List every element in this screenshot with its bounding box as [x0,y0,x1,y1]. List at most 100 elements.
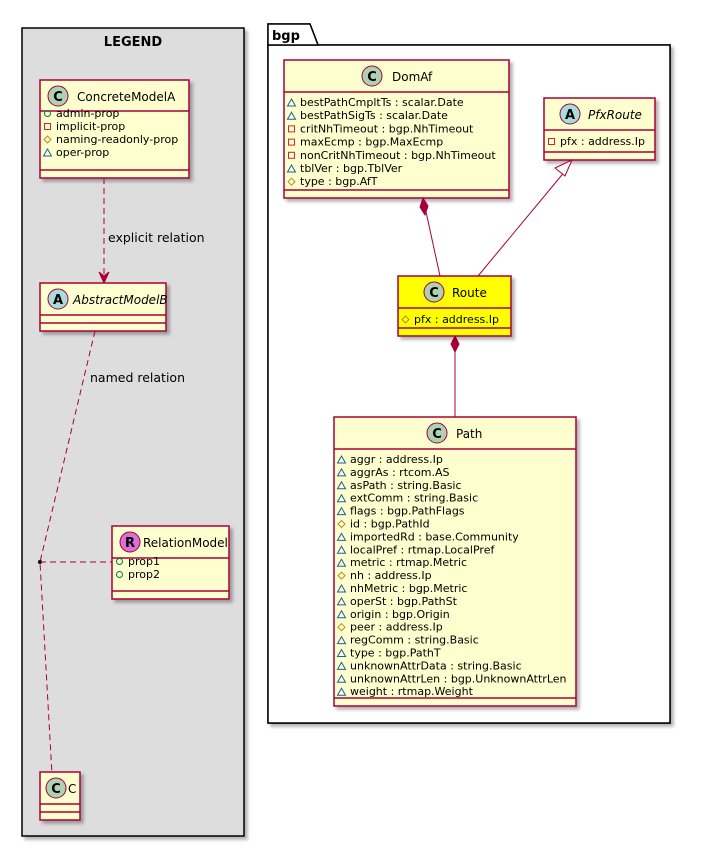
svg-text:C: C [429,286,439,301]
class-attributes: admin-propimplicit-propnaming-readonly-p… [42,107,178,159]
class-attribute: weight : rtmap.Weight [336,685,474,698]
class-attribute: id : bgp.PathId [337,518,430,531]
class-stereotype-icon: A [559,103,581,125]
class-stereotype-icon: C [423,281,445,303]
class-attribute: maxEcmp : bgp.MaxEcmp [288,136,443,149]
class-attribute: nhMetric : bgp.Metric [336,582,467,595]
class-attribute: nonCritNhTimeout : bgp.NhTimeout [288,149,496,162]
package-visibility-icon [336,635,347,645]
class-name: PfxRoute [588,108,642,122]
package-title: bgp [272,29,300,44]
class-attribute-text: prop1 [128,555,160,568]
svg-text:A: A [565,108,575,123]
class-c[interactable]: C C [39,771,81,821]
package-visibility-icon [336,493,347,503]
class-attribute-text: origin : bgp.Origin [350,608,450,621]
class-attribute-text: pfx : address.Ip [560,135,645,148]
class-route[interactable]: C Route pfx : address.Ip [397,275,512,337]
class-attribute-text: asPath : string.Basic [350,479,462,492]
svg-text:C: C [51,782,61,797]
public-visibility-icon [116,558,123,565]
package-visibility-icon [286,97,297,107]
class-name: C [68,782,76,796]
class-attribute-text: critNhTimeout : bgp.NhTimeout [300,122,474,135]
edge-route-pfxroute-inheritance [477,158,573,277]
class-attribute: origin : bgp.Origin [336,608,450,621]
class-attribute: regComm : string.Basic [336,634,479,647]
class-attribute: oper-prop [42,146,109,159]
class-attribute: critNhTimeout : bgp.NhTimeout [288,122,474,135]
class-attribute: prop2 [116,568,160,581]
class-stereotype-icon: R [119,531,141,553]
protected-visibility-icon [337,571,346,580]
class-attribute-text: oper-prop [56,146,109,159]
package-visibility-icon [336,558,347,567]
class-concrete-model-a[interactable]: C ConcreteModelA admin-propimplicit-prop… [39,79,190,179]
class-stereotype-icon: C [361,65,383,87]
class-pfxroute[interactable]: A PfxRoute pfx : address.Ip [543,97,656,161]
class-domaf[interactable]: C DomAf bestPathCmpltTs : scalar.Datebes… [283,59,510,199]
class-stereotype-icon: C [47,85,69,107]
class-attribute: aggr : address.Ip [336,453,443,466]
package-visibility-icon [336,609,347,619]
package-visibility-icon [336,506,347,516]
class-attribute: type : bgp.PathT [336,647,441,660]
edge-route-path-composition [450,334,460,417]
class-attributes: bestPathCmpltTs : scalar.DatebestPathSig… [286,96,496,188]
private-visibility-icon [288,138,295,146]
class-attribute: unknownAttrData : string.Basic [336,659,522,672]
class-attribute-text: maxEcmp : bgp.MaxEcmp [300,136,443,149]
class-attribute-text: importedRd : base.Community [350,530,519,543]
package-visibility-icon [336,661,347,670]
class-stereotype-icon: A [47,288,69,310]
class-attribute: tblVer : bgp.TblVer [286,162,403,175]
class-attribute-text: aggrAs : rtcom.AS [350,466,450,479]
class-attribute-text: unknownAttrLen : bgp.UnknownAttrLen [350,672,567,685]
public-visibility-icon [44,110,51,117]
class-attribute: prop1 [116,555,160,568]
package-visibility-icon [336,674,347,683]
package-visibility-icon [336,687,347,696]
protected-visibility-icon [43,135,52,144]
legend-title: LEGEND [104,35,163,50]
protected-visibility-icon [337,622,346,632]
class-attribute: metric : rtmap.Metric [336,556,467,569]
class-attribute-text: nh : address.Ip [350,569,432,582]
class-attribute: flags : bgp.PathFlags [336,505,465,518]
svg-text:C: C [432,427,442,442]
class-name: AbstractModelB [72,293,168,307]
class-attribute: operSt : bgp.PathSt [336,595,458,608]
class-attribute-text: pfx : address.Ip [414,313,499,326]
class-abstract-model-b[interactable]: A AbstractModelB [39,282,168,332]
class-name: ConcreteModelA [77,90,176,104]
class-attribute: type : bgp.AfT [287,175,378,188]
protected-visibility-icon [401,315,410,324]
class-attribute: admin-prop [44,107,119,120]
class-name: Route [452,286,487,300]
class-attribute: implicit-prop [44,120,125,133]
class-attribute: extComm : string.Basic [336,492,478,505]
class-attribute: asPath : string.Basic [336,479,462,492]
class-attribute-text: peer : address.Ip [350,621,443,634]
svg-text:C: C [53,90,63,105]
package-visibility-icon [336,454,347,464]
class-attribute-text: type : bgp.PathT [350,647,441,660]
class-attribute-text: tblVer : bgp.TblVer [300,162,403,175]
package-visibility-icon [336,480,347,490]
class-name: DomAf [392,70,433,84]
class-attribute-text: flags : bgp.PathFlags [350,505,465,518]
class-attribute: peer : address.Ip [337,621,443,634]
class-attribute-text: aggr : address.Ip [350,453,443,466]
class-attribute-text: localPref : rtmap.LocalPref [350,543,495,556]
private-visibility-icon [288,151,295,159]
public-visibility-icon [116,571,123,578]
class-attribute-text: extComm : string.Basic [350,492,478,505]
private-visibility-icon [44,123,51,130]
class-attribute-text: admin-prop [56,107,119,120]
protected-visibility-icon [337,519,346,529]
class-attribute: bestPathSigTs : scalar.Date [286,109,448,122]
